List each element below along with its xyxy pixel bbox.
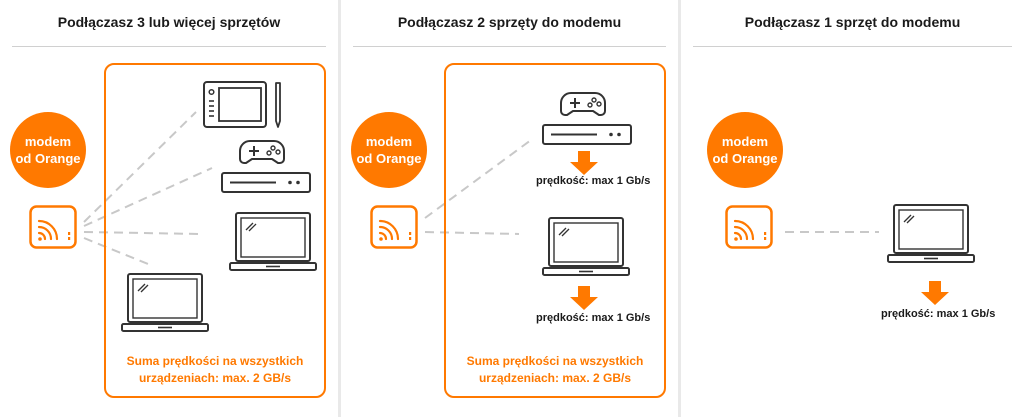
router-icon [370, 205, 418, 249]
router-icon [725, 205, 773, 249]
divider [693, 46, 1012, 47]
modem-label-line2: od Orange [15, 151, 81, 166]
divider [353, 46, 666, 47]
game-console-icon [221, 140, 311, 193]
down-arrow-icon [570, 286, 598, 310]
laptop-icon [542, 217, 630, 276]
modem-label-circle: modem od Orange [10, 112, 86, 188]
panel-one-device: Podłączasz 1 sprzęt do modemu modem od O… [681, 0, 1024, 417]
combined-speed-line1: Suma prędkości na wszystkich [126, 354, 304, 368]
modem-label-line1: modem [721, 134, 769, 149]
laptop-icon [887, 204, 975, 263]
connection-lines [785, 231, 879, 233]
divider [12, 46, 326, 47]
connection-lines [424, 139, 532, 235]
combined-speed-frame [444, 63, 666, 398]
combined-speed-line1: Suma prędkości na wszystkich [466, 354, 644, 368]
modem-label-line1: modem [24, 134, 72, 149]
panel-three-devices: Podłączasz 3 lub więcej sprzętów modem o… [0, 0, 338, 417]
combined-speed-frame [104, 63, 326, 398]
down-arrow-icon [921, 281, 949, 305]
panel-title: Podłączasz 2 sprzęty do modemu [397, 14, 622, 30]
panel-title: Podłączasz 3 lub więcej sprzętów [57, 14, 281, 30]
modem-label-circle: modem od Orange [351, 112, 427, 188]
panel-title: Podłączasz 1 sprzęt do modemu [744, 14, 961, 30]
laptop-icon [229, 212, 317, 271]
modem-label-line2: od Orange [356, 151, 422, 166]
laptop-speed-label: prędkość: max 1 Gb/s [536, 312, 651, 324]
combined-speed-line2: urządzeniach: max. 2 GB/s [138, 371, 292, 385]
modem-label-circle: modem od Orange [707, 112, 783, 188]
laptop-icon [121, 273, 209, 332]
console-speed-label: prędkość: max 1 Gb/s [536, 175, 651, 187]
modem-label-line1: modem [365, 134, 413, 149]
router-icon [29, 205, 77, 249]
tablet-icon [203, 81, 281, 128]
game-console-icon [542, 92, 632, 145]
combined-speed-note: Suma prędkości na wszystkich urządzeniac… [106, 353, 324, 387]
modem-label-line2: od Orange [712, 151, 778, 166]
combined-speed-note: Suma prędkości na wszystkich urządzeniac… [446, 353, 664, 387]
laptop-speed-label: prędkość: max 1 Gb/s [881, 308, 996, 320]
panel-two-devices: Podłączasz 2 sprzęty do modemu modem od … [341, 0, 678, 417]
combined-speed-line2: urządzeniach: max. 2 GB/s [478, 371, 632, 385]
down-arrow-icon [570, 151, 598, 175]
